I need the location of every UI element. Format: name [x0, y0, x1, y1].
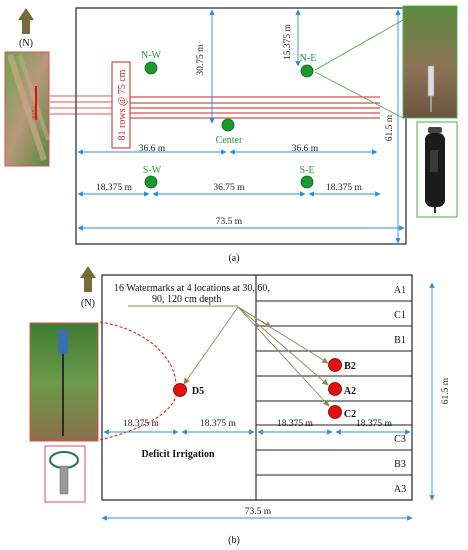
- station-se-label: S-E: [300, 165, 315, 176]
- north-label: (N): [19, 38, 33, 49]
- north-arrow-b-icon: [80, 266, 96, 292]
- station-nw-marker: [144, 61, 158, 75]
- dim-18-375-left-label: 18.375 m: [96, 183, 133, 193]
- plot-b2-label: B2: [344, 361, 356, 372]
- plot-b3-label: B3: [394, 459, 406, 470]
- dim-b4-label: 18.375 m: [356, 419, 393, 429]
- station-center-marker: [221, 118, 235, 132]
- watermark-note-line2: 90, 120 cm depth: [152, 294, 221, 305]
- north-label-b: (N): [81, 298, 95, 309]
- plot-a3-label: A3: [394, 484, 406, 495]
- photo-inset-label: 7.5 cm: [30, 106, 35, 120]
- dim-15-375-label: 15.375 m: [283, 23, 293, 60]
- dim-36-6-right-label: 36.6 m: [292, 144, 319, 154]
- deficit-irrigation-label: Deficit Irrigation: [141, 449, 214, 460]
- plot-c2-label: C2: [344, 409, 356, 420]
- panel-a: (N) 7.5 cm 81 rows @ 75 cm N-W: [4, 5, 458, 264]
- dim-61-5-label: 61.5 m: [385, 114, 395, 141]
- plot-b1-label: B1: [394, 335, 406, 346]
- dim-30-75-label: 30.75 m: [196, 44, 206, 76]
- dim-b-73-5-label: 73.5 m: [245, 507, 272, 517]
- sensor-b2-marker: [328, 358, 342, 372]
- caption-a: (a): [228, 253, 239, 264]
- crop-rows: [50, 95, 380, 119]
- rows-note-box: [111, 61, 131, 149]
- crop-photo-b-inset: [29, 322, 99, 442]
- plot-grid: [256, 300, 412, 476]
- callout-line-top: [314, 19, 404, 71]
- sensor-d5-label: D5: [192, 386, 204, 397]
- caption-b: (b): [228, 535, 240, 546]
- panel-b: (N) A1 C1 B1 B2 A2 C2 C3 B3 A3 16 Waterm…: [29, 266, 451, 546]
- crop-photo-inset: 7.5 cm: [4, 51, 50, 167]
- dim-18-375-right-label: 18.375 m: [326, 183, 363, 193]
- sensor-photo-inset: [416, 121, 458, 218]
- field-photo-inset: [402, 5, 458, 119]
- field-b-outline: [101, 274, 413, 501]
- dim-36-75-label: 36.75 m: [213, 183, 245, 193]
- plot-a2-label: A2: [344, 386, 356, 397]
- dim-b-61-5-label: 61.5 m: [441, 377, 451, 404]
- station-sw-marker: [144, 175, 158, 189]
- station-ne-label: N-E: [300, 53, 317, 64]
- dim-b2-label: 18.375 m: [200, 419, 237, 429]
- dim-36-6-left-label: 36.6 m: [139, 144, 166, 154]
- north-arrow-icon: [18, 8, 34, 34]
- sensor-a2-marker: [328, 382, 342, 396]
- dim-b1-label: 18.375 m: [123, 419, 160, 429]
- watermark-note-line1: 16 Watermarks at 4 locations at 30, 60,: [114, 283, 270, 294]
- sensor-c2-marker: [328, 405, 342, 419]
- field-outline: [75, 7, 407, 245]
- callout-dashed-bottom: [99, 395, 177, 441]
- dim-b3-label: 18.375 m: [277, 419, 314, 429]
- plot-a1-label: A1: [394, 285, 406, 296]
- sensor-photo-b-inset: [44, 445, 86, 503]
- station-center-label: Center: [216, 135, 243, 146]
- dim-73-5-label: 73.5 m: [216, 217, 243, 227]
- rows-note: 81 rows @ 75 cm: [117, 69, 128, 140]
- plot-c3-label: C3: [394, 434, 406, 445]
- station-sw-label: S-W: [143, 165, 162, 176]
- sensor-d5-marker: [173, 383, 187, 397]
- plot-c1-label: C1: [394, 310, 406, 321]
- callout-dashed-top: [99, 321, 177, 385]
- pointer-arrows: [183, 306, 330, 407]
- callout-line-bottom: [314, 71, 404, 119]
- station-se-marker: [300, 175, 314, 189]
- station-ne-marker: [300, 64, 314, 78]
- station-nw-label: N-W: [141, 50, 162, 61]
